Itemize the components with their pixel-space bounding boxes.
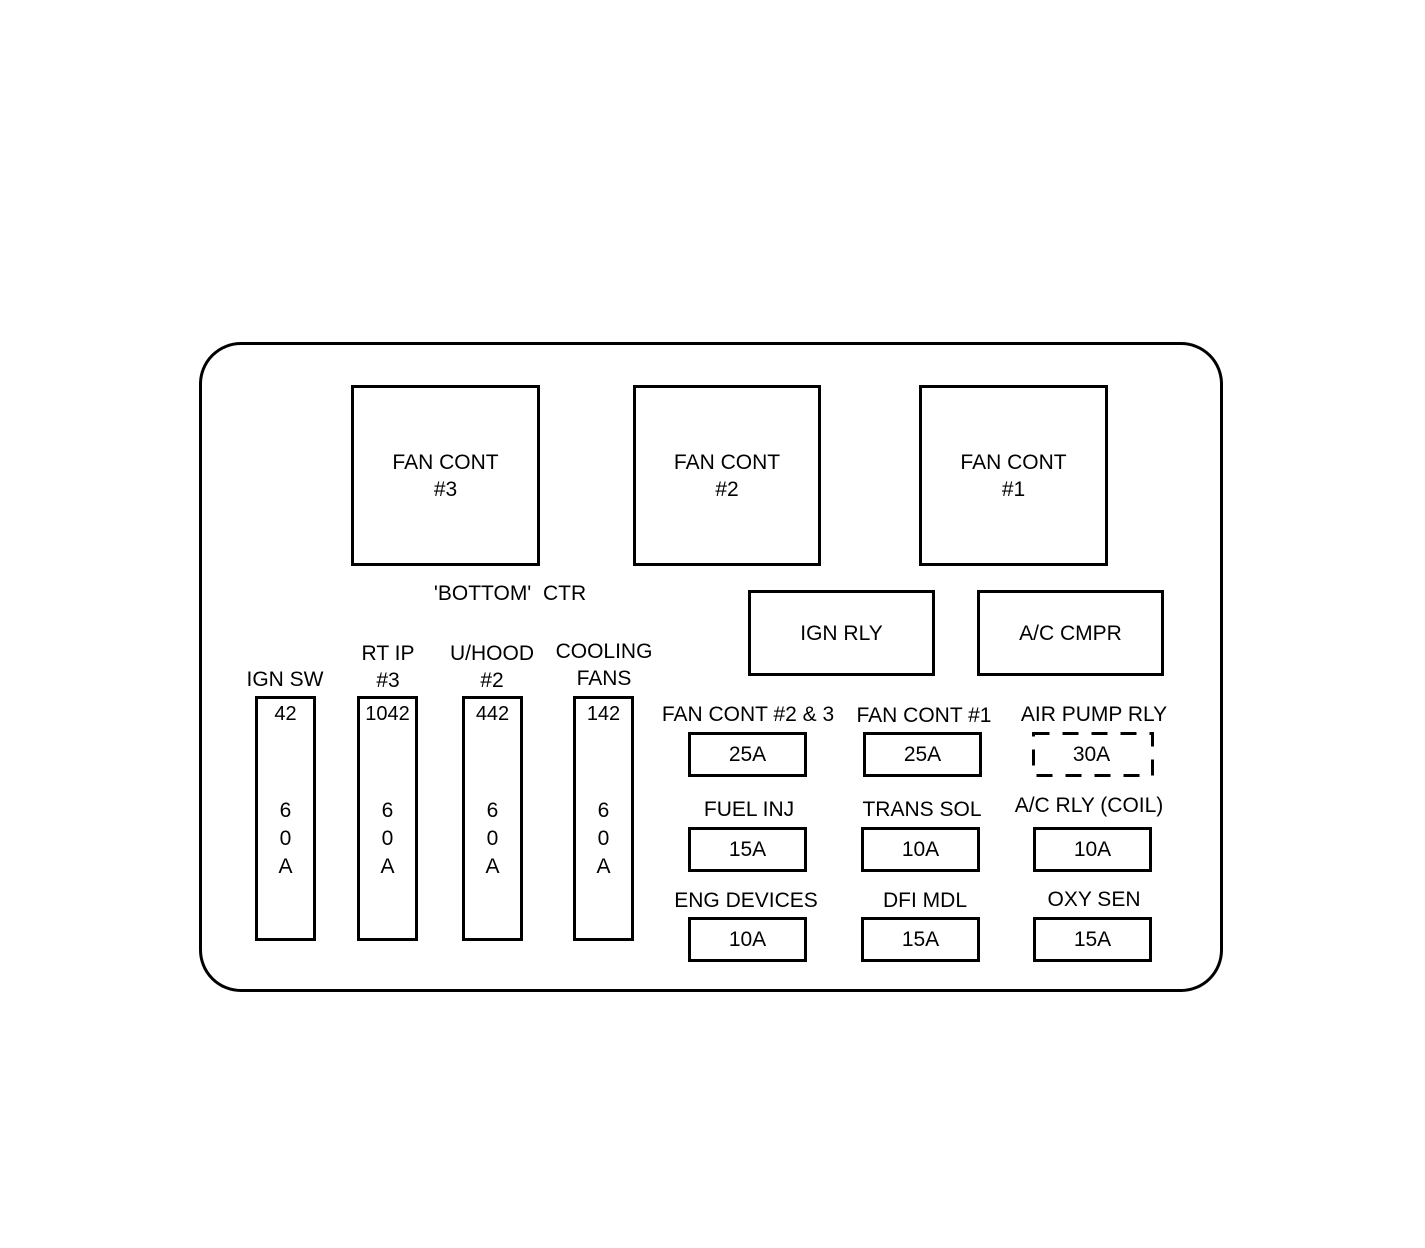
relay-ign-rly: IGN RLY [748, 590, 935, 676]
relay-number: #1 [1001, 477, 1026, 501]
fuse-rating: 10A [728, 928, 767, 951]
mini-fuse-fuel-inj: 15A [688, 827, 807, 872]
rating-char: 6 [486, 799, 499, 822]
relay-fan-cont-1: FAN CONT #1 [919, 385, 1108, 566]
maxi-fuse-ign-sw: 42 6 0 A [255, 696, 316, 941]
fuse-rating: 6 0 A [360, 797, 415, 881]
mini-fuse-label: FUEL INJ [703, 798, 795, 821]
fuse-rating: 6 0 A [576, 797, 631, 881]
mini-fuse-eng-devices: 10A [688, 917, 807, 962]
mini-fuse-label: A/C RLY (COIL) [1014, 794, 1164, 817]
fuse-block-outline [199, 342, 1223, 992]
label-line: U/HOOD [450, 642, 534, 665]
rating-char: 6 [279, 799, 292, 822]
dashed-outline [1032, 732, 1154, 777]
relay-label: FAN CONT [673, 450, 781, 474]
circuit-code: 442 [475, 703, 510, 725]
mini-fuse-label: DFI MDL [883, 889, 967, 912]
mini-fuse-fan-cont-2-3: 25A [688, 732, 807, 777]
mini-fuse-label: AIR PUMP RLY [1020, 703, 1168, 726]
maxi-fuse-label: IGN SW [247, 666, 324, 693]
mini-fuse-dfi-mdl: 15A [861, 917, 980, 962]
relay-ac-cmpr: A/C CMPR [977, 590, 1164, 676]
label-line: RT IP [361, 642, 415, 665]
rating-char: 0 [486, 827, 499, 850]
mini-fuse-label: OXY SEN [1047, 888, 1141, 911]
relay-label: A/C CMPR [1019, 621, 1122, 645]
label-line: FANS [576, 667, 632, 690]
maxi-fuse-label: U/HOOD #2 [450, 640, 534, 694]
rating-char: A [278, 855, 293, 878]
rating-char: A [380, 855, 395, 878]
rating-char: A [485, 855, 500, 878]
fuse-rating: 10A [901, 838, 940, 861]
maxi-fuse-label: COOLING FANS [556, 638, 653, 692]
fuse-rating: 6 0 A [465, 797, 520, 881]
fuse-rating: 15A [1073, 928, 1112, 951]
mini-fuse-label: FAN CONT #2 & 3 [661, 703, 835, 726]
label-line: IGN SW [246, 668, 324, 691]
label-line: #3 [376, 669, 400, 692]
relay-number: #2 [715, 477, 739, 501]
rating-char: 0 [597, 827, 610, 850]
relay-fan-cont-3: FAN CONT #3 [351, 385, 540, 566]
mini-fuse-label: FAN CONT #1 [856, 704, 992, 727]
relay-number: #3 [433, 477, 458, 501]
fuse-rating: 15A [728, 838, 767, 861]
rating-char: 0 [279, 827, 292, 850]
circuit-code: 142 [586, 703, 621, 725]
fuse-rating: 25A [728, 743, 767, 766]
rating-char: 6 [597, 799, 610, 822]
fuse-rating: 15A [901, 928, 940, 951]
fuse-rating: 10A [1073, 838, 1112, 861]
circuit-code: 1042 [365, 703, 410, 725]
maxi-fuse-cooling-fans: 142 6 0 A [573, 696, 634, 941]
fuse-rating: 30A [1072, 743, 1111, 766]
mini-fuse-fan-cont-1: 25A [863, 732, 982, 777]
mini-fuse-ac-rly-coil: 10A [1033, 827, 1152, 872]
fuse-rating: 6 0 A [258, 797, 313, 881]
relay-fan-cont-2: FAN CONT #2 [633, 385, 821, 566]
rating-char: 0 [381, 827, 394, 850]
mini-fuse-air-pump-rly: 30A [1032, 732, 1154, 777]
maxi-fuse-uhood-2: 442 6 0 A [462, 696, 523, 941]
label-line: COOLING [555, 640, 653, 663]
mini-fuse-label: TRANS SOL [862, 798, 982, 821]
rating-char: 6 [381, 799, 394, 822]
bottom-ctr-label: 'BOTTOM' CTR [433, 582, 587, 605]
fuse-rating: 25A [903, 743, 942, 766]
mini-fuse-label: ENG DEVICES [674, 889, 818, 912]
circuit-code: 42 [274, 703, 297, 725]
mini-fuse-trans-sol: 10A [861, 827, 980, 872]
relay-label: FAN CONT [960, 450, 1067, 474]
mini-fuse-oxy-sen: 15A [1033, 917, 1152, 962]
relay-label: FAN CONT [392, 450, 499, 474]
maxi-fuse-rt-ip-3: 1042 6 0 A [357, 696, 418, 941]
relay-label: IGN RLY [800, 621, 883, 645]
rating-char: A [596, 855, 611, 878]
maxi-fuse-label: RT IP #3 [362, 640, 415, 694]
label-line: #2 [480, 669, 504, 692]
